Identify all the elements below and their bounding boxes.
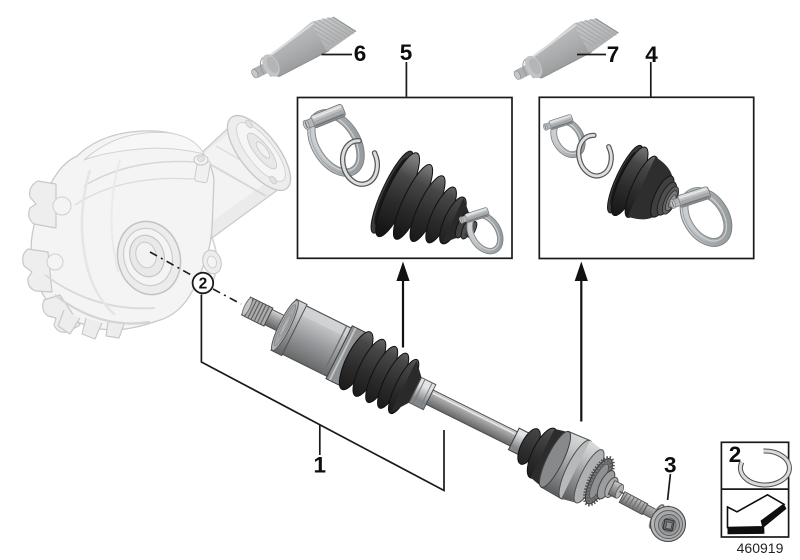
svg-text:2: 2 <box>199 276 208 293</box>
svg-text:460919: 460919 <box>737 540 784 556</box>
svg-text:5: 5 <box>400 40 413 65</box>
svg-text:7: 7 <box>607 42 620 67</box>
svg-text:1: 1 <box>314 453 327 478</box>
svg-text:4: 4 <box>645 42 658 67</box>
svg-text:2: 2 <box>729 442 742 467</box>
svg-text:6: 6 <box>354 41 367 66</box>
svg-text:3: 3 <box>664 453 677 478</box>
